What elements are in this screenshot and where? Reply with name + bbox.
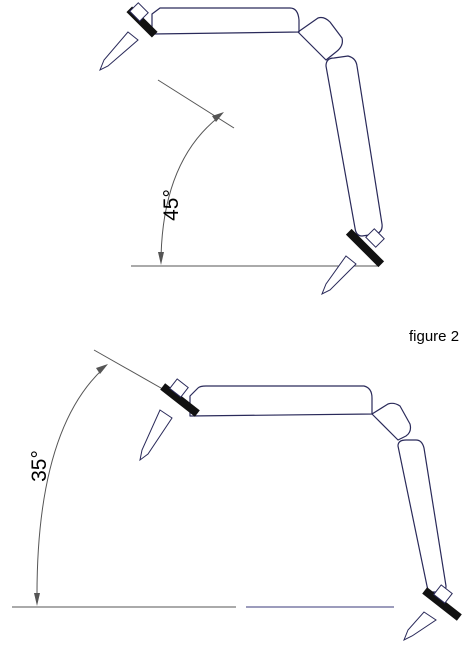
figure-1-angle-label: 45° bbox=[160, 189, 183, 221]
figure-1-screw-bottom bbox=[321, 228, 385, 296]
figure-2-arc-arrow-top bbox=[96, 364, 108, 374]
figure-2-panel-leg bbox=[397, 439, 447, 593]
figure-1-angle-arc bbox=[160, 115, 221, 259]
figure-2-arc-arrow-bottom bbox=[34, 593, 40, 606]
figure-1-arc-arrow-top bbox=[212, 112, 224, 122]
figure-1-screw-head-bottom bbox=[365, 228, 385, 248]
figure-2-screw-shaft-bottom bbox=[403, 611, 437, 642]
figure-1: 45° bbox=[99, 2, 385, 296]
figure-2-caption: figure 2 bbox=[409, 328, 459, 345]
figure-2-screw-head-bottom bbox=[433, 584, 453, 604]
figure-2: 35° bbox=[12, 349, 462, 642]
figure-1-reference-line bbox=[157, 79, 235, 129]
figure-2-screw-head-top bbox=[169, 378, 189, 398]
figure-2-reference-line bbox=[93, 349, 169, 393]
figure-1-panel-leg bbox=[325, 55, 383, 237]
figure-2-screw-shaft-top bbox=[139, 409, 173, 462]
figure-2-washer-bottom bbox=[422, 587, 462, 621]
figure-2-panel-corner bbox=[371, 402, 412, 441]
figure-1-panel-corner bbox=[297, 16, 343, 61]
figure-2-angle-label: 35° bbox=[28, 450, 51, 482]
figure-1-screw-top bbox=[99, 2, 158, 72]
figure-1-panel-top bbox=[151, 7, 300, 35]
figure-1-screw-shaft-bottom bbox=[321, 255, 357, 296]
figure-1-washer-bottom bbox=[345, 228, 385, 268]
figure-2-washer-top bbox=[160, 383, 200, 417]
figure-2-screw-bottom bbox=[403, 584, 462, 642]
figure-1-screw-head-top bbox=[129, 2, 149, 22]
figure-2-screw-top bbox=[139, 378, 200, 462]
figure-1-screw-shaft-top bbox=[99, 31, 139, 72]
figure-1-arc-arrow-bottom bbox=[158, 252, 164, 265]
figure-2-angle-arc bbox=[36, 367, 105, 601]
figure-2-panel-top bbox=[189, 385, 373, 417]
